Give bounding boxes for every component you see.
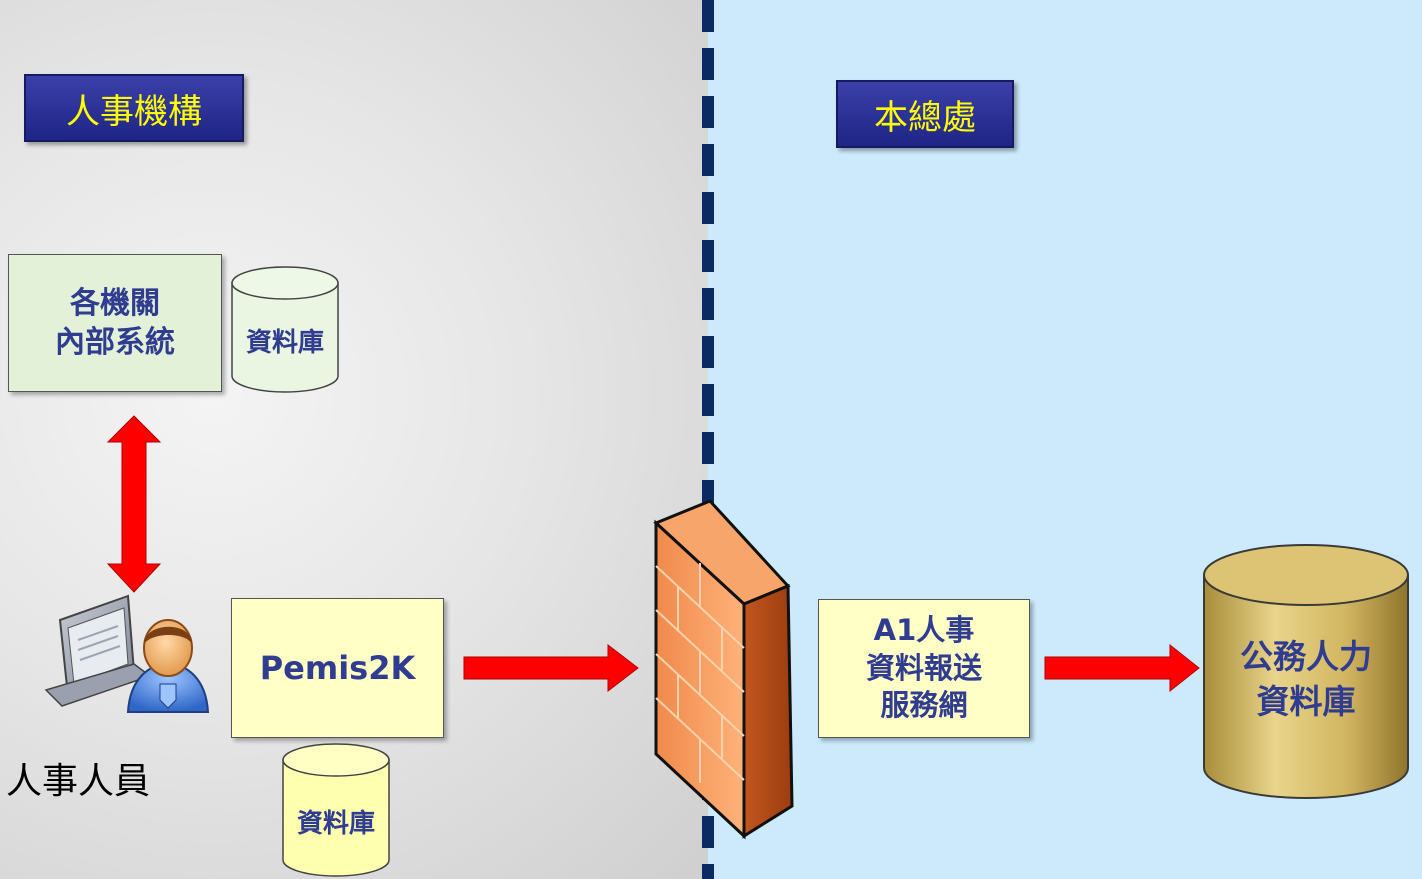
right-zone-title: 本總處: [836, 80, 1014, 148]
left-zone-title: 人事機構: [24, 74, 244, 142]
pemis-db-label: 資料庫: [296, 808, 375, 839]
agency-system-box: 各機關 內部系統: [8, 254, 222, 392]
central-db-label: 公務人力 資料庫: [1240, 637, 1372, 721]
firewall-icon: [653, 499, 794, 840]
personnel-label: 人事人員: [6, 761, 151, 802]
a1-to-database-arrow: [1044, 643, 1200, 693]
central-db-cylinder: [1203, 544, 1409, 799]
agency-db-label: 資料庫: [245, 327, 324, 358]
pemis-label: Pemis2K: [259, 649, 416, 687]
a1-service-label: A1人事 資料報送 服務網: [865, 612, 982, 723]
pemis-to-firewall-arrow: [463, 643, 639, 693]
agency-system-label: 各機關 內部系統: [55, 286, 175, 360]
a1-service-box: A1人事 資料報送 服務網: [818, 599, 1030, 738]
personnel-person-icon: [126, 619, 210, 713]
sync-double-arrow: [106, 415, 162, 593]
agency-db-cylinder: [231, 266, 339, 393]
personnel-computer-icon: [44, 594, 152, 707]
pemis-db-cylinder: [282, 743, 390, 877]
pemis-box: Pemis2K: [231, 598, 444, 738]
